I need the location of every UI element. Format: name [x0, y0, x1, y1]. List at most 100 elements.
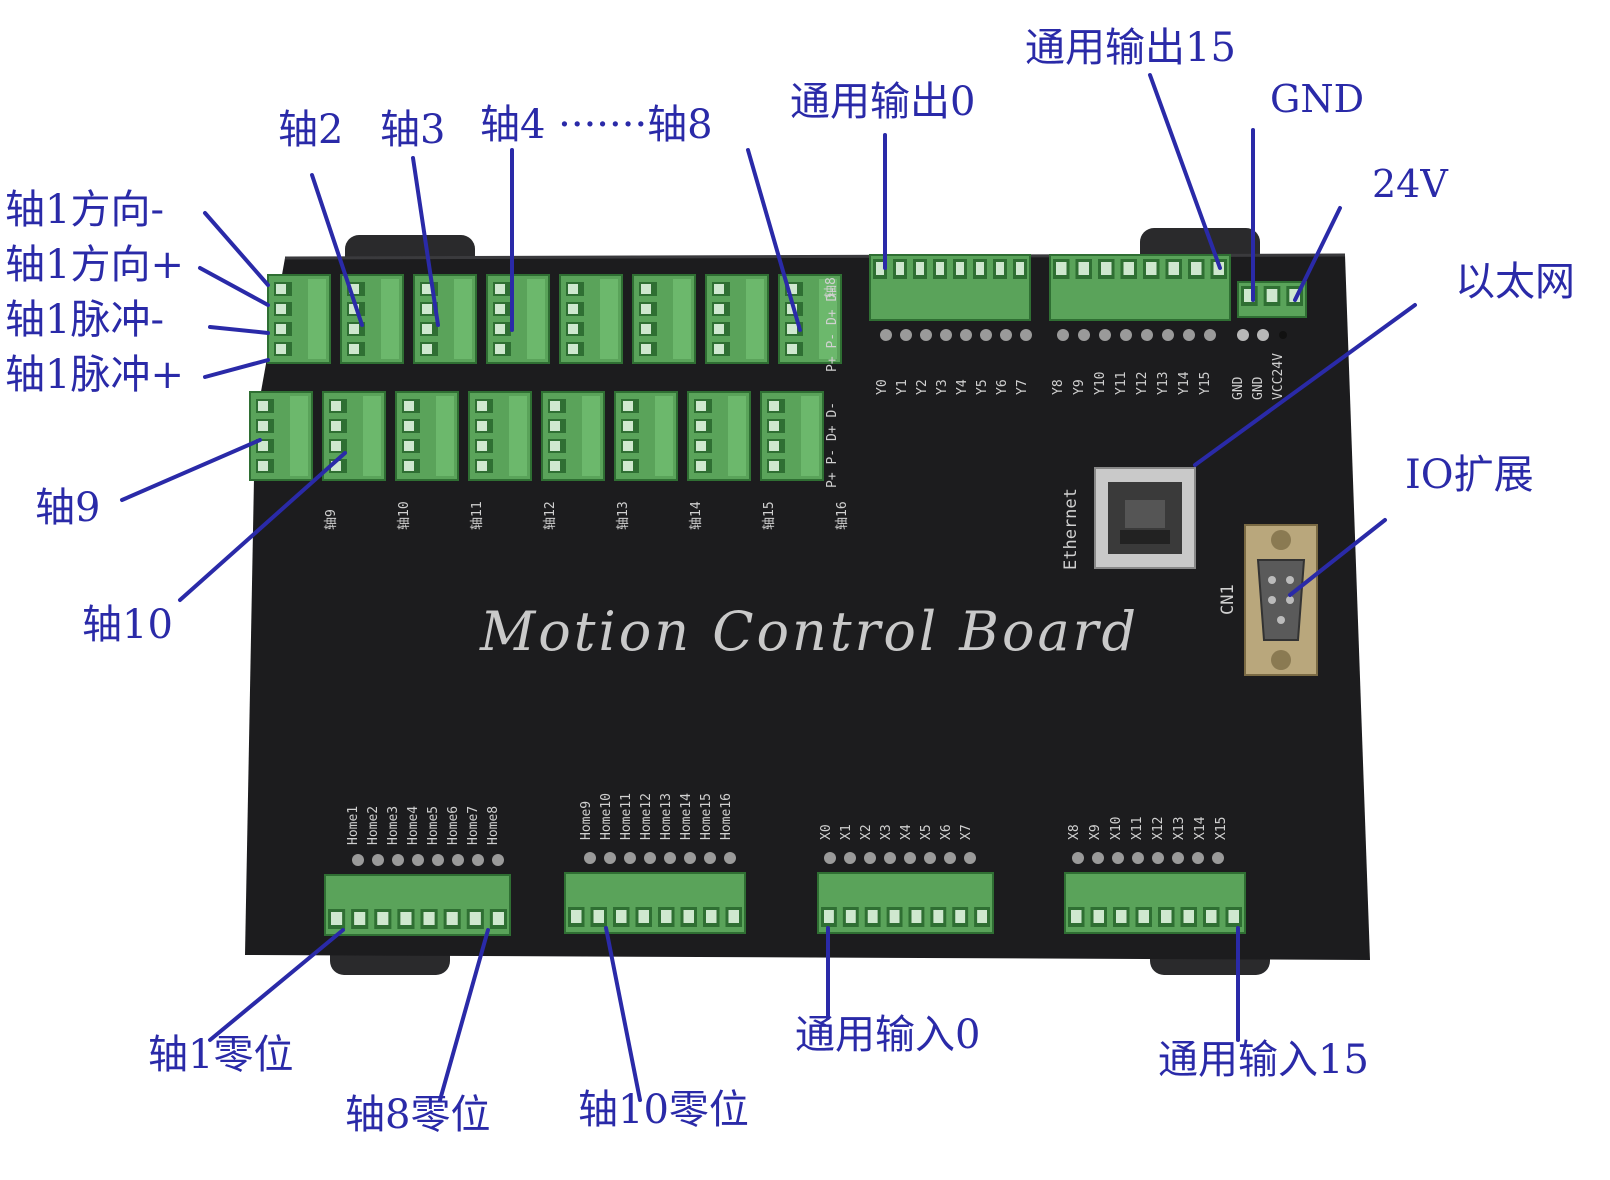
silk-label: Home5 — [426, 805, 441, 845]
leader-axis9 — [120, 438, 262, 502]
input-strip-right — [1064, 872, 1246, 934]
led — [604, 852, 616, 864]
silk-label: 轴11 — [470, 501, 485, 530]
led — [904, 852, 916, 864]
led — [1141, 329, 1153, 341]
silk-label: Y1 — [895, 379, 910, 395]
axis-terminal-6 — [632, 274, 696, 364]
silk-label: Y2 — [915, 379, 930, 395]
led — [900, 329, 912, 341]
silk-axis-pins-label: P+ P- D+ D- — [825, 401, 840, 488]
callout-output15: 通用输出15 — [1025, 25, 1236, 71]
callout-axis1-dir-minus: 轴1方向- — [5, 187, 164, 233]
silk-label: X8 — [1067, 824, 1082, 840]
callout-input15: 通用输入15 — [1158, 1037, 1369, 1083]
status-leds — [352, 329, 1287, 866]
axis-terminal-9 — [249, 391, 313, 481]
led — [432, 854, 444, 866]
led — [724, 852, 736, 864]
led — [1257, 329, 1269, 341]
power-terminal — [1237, 281, 1307, 318]
led — [944, 852, 956, 864]
axis-terminal-16 — [760, 391, 824, 481]
silk-label: Home12 — [639, 793, 654, 840]
leader-axis3 — [411, 156, 440, 327]
silk-label: 轴12 — [543, 501, 558, 530]
leader-axis1-pulse-minus — [208, 325, 270, 335]
silk-label: X12 — [1151, 816, 1166, 840]
silk-label: Y5 — [975, 379, 990, 395]
led — [664, 852, 676, 864]
axis-terminal-14 — [614, 391, 678, 481]
callout-gnd: GND — [1270, 77, 1365, 121]
silk-label: X10 — [1109, 816, 1124, 840]
led — [1237, 329, 1249, 341]
led — [1204, 329, 1216, 341]
led — [960, 329, 972, 341]
led — [1020, 329, 1032, 341]
silk-label: Y11 — [1114, 371, 1129, 395]
led — [1162, 329, 1174, 341]
callout-input0: 通用输入0 — [795, 1012, 981, 1058]
silk-label: Y9 — [1072, 379, 1087, 395]
led — [352, 854, 364, 866]
led — [684, 852, 696, 864]
silk-label: Home3 — [386, 805, 401, 845]
led — [492, 854, 504, 866]
silk-label: 轴10 — [397, 501, 412, 530]
silk-label: Home7 — [466, 805, 481, 845]
leader-axis2 — [310, 173, 364, 327]
led — [1099, 329, 1111, 341]
output-strip-right — [1049, 254, 1231, 321]
led — [1112, 852, 1124, 864]
led — [940, 329, 952, 341]
led — [644, 852, 656, 864]
silk-label: X11 — [1130, 816, 1145, 840]
led — [1172, 852, 1184, 864]
callout-io-expansion: IO扩展 — [1405, 452, 1534, 498]
led — [1072, 852, 1084, 864]
silk-label: Y13 — [1156, 371, 1171, 395]
led — [1183, 329, 1195, 341]
leader-axis10-home — [604, 926, 642, 1102]
silk-label: VCC24V — [1271, 353, 1286, 400]
callout-axis1-pulse-plus: 轴1脉冲+ — [5, 352, 184, 398]
silk-label: Y12 — [1135, 371, 1150, 395]
leader-24v — [1293, 206, 1342, 302]
silk-label: 轴13 — [616, 501, 631, 530]
silk-label: X2 — [859, 824, 874, 840]
db9-connector — [1244, 524, 1318, 676]
axis-terminal-13 — [541, 391, 605, 481]
silk-label: Y3 — [935, 379, 950, 395]
silk-label: Home11 — [619, 793, 634, 840]
silk-label: X6 — [939, 824, 954, 840]
silk-label: 轴14 — [689, 501, 704, 530]
home-strip-left — [324, 874, 511, 936]
silk-label: X14 — [1193, 816, 1208, 840]
axis-terminal-10 — [322, 391, 386, 481]
silk-label: Home2 — [366, 805, 381, 845]
callout-axis10: 轴10 — [82, 602, 173, 648]
output-terminal-y0-y7 — [869, 254, 1031, 321]
silk-label: X15 — [1214, 816, 1229, 840]
ethernet-silk-label: Ethernet — [1061, 488, 1081, 570]
silk-label: Home13 — [659, 793, 674, 840]
cn1-silk-label: CN1 — [1218, 584, 1238, 615]
led — [980, 329, 992, 341]
silk-label: Y6 — [995, 379, 1010, 395]
led — [964, 852, 976, 864]
silk-label: Y4 — [955, 379, 970, 395]
led — [824, 852, 836, 864]
callout-axis10-home: 轴10零位 — [578, 1087, 749, 1133]
silk-label: X9 — [1088, 824, 1103, 840]
callout-24v: 24V — [1372, 162, 1448, 206]
silk-axis-pins-label: P+ P- D+ D- — [825, 285, 840, 372]
leader-axis1-pulse-plus — [203, 358, 270, 379]
led — [920, 329, 932, 341]
silk-label: Home4 — [406, 805, 421, 845]
led — [1192, 852, 1204, 864]
axis-terminals-top-row — [267, 274, 842, 364]
axis-terminal-3 — [413, 274, 477, 364]
led — [624, 852, 636, 864]
